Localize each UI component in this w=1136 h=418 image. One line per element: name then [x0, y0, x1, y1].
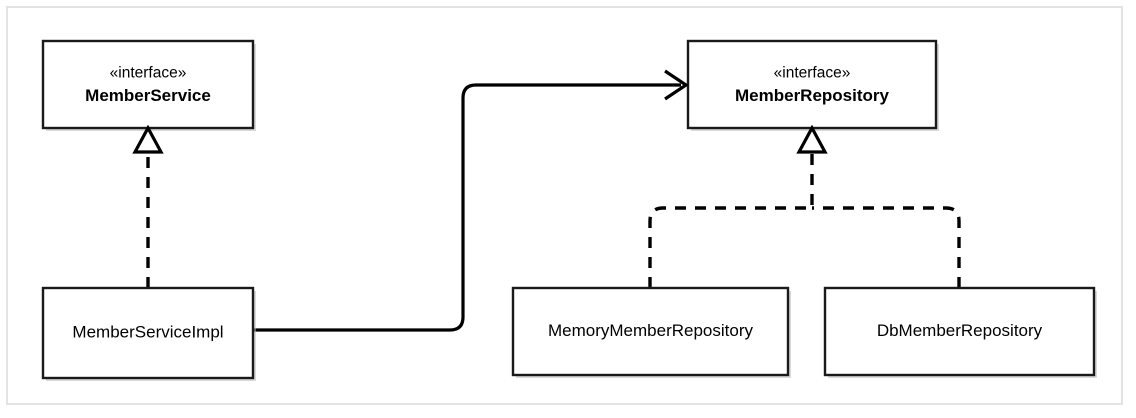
node-member-service-impl[interactable]: MemberServiceImpl [41, 286, 256, 381]
open-arrow-icon [664, 69, 689, 101]
interface-name-label: MemberService [85, 86, 211, 105]
realization-edge-memory-member-repository [648, 152, 814, 288]
class-name-label: DbMemberRepository [877, 321, 1043, 340]
node-memory-member-repository[interactable]: MemoryMemberRepository [511, 286, 791, 378]
marker-layer [132, 69, 828, 154]
node-box[interactable] [686, 39, 938, 130]
edge-layer [146, 83, 961, 332]
stereotype-label: «interface» [110, 65, 187, 82]
dependency-edge-member-repository [253, 83, 681, 332]
node-box[interactable] [41, 39, 255, 130]
stereotype-label: «interface» [774, 65, 851, 82]
node-db-member-repository[interactable]: DbMemberRepository [823, 286, 1097, 378]
hollow-triangle-icon [132, 124, 164, 154]
node-layer: «interface» MemberService «interface» Me… [41, 39, 1097, 381]
node-box[interactable] [511, 286, 790, 377]
hollow-triangle-icon [796, 124, 828, 154]
node-member-repository[interactable]: «interface» MemberRepository [686, 39, 939, 131]
interface-name-label: MemberRepository [735, 86, 890, 105]
node-box[interactable] [823, 286, 1096, 377]
node-box[interactable] [41, 286, 255, 380]
realization-edge-db-member-repository [812, 206, 961, 288]
node-member-service[interactable]: «interface» MemberService [41, 39, 256, 131]
class-name-label: MemberServiceImpl [72, 322, 223, 341]
class-name-label: MemoryMemberRepository [548, 321, 753, 340]
